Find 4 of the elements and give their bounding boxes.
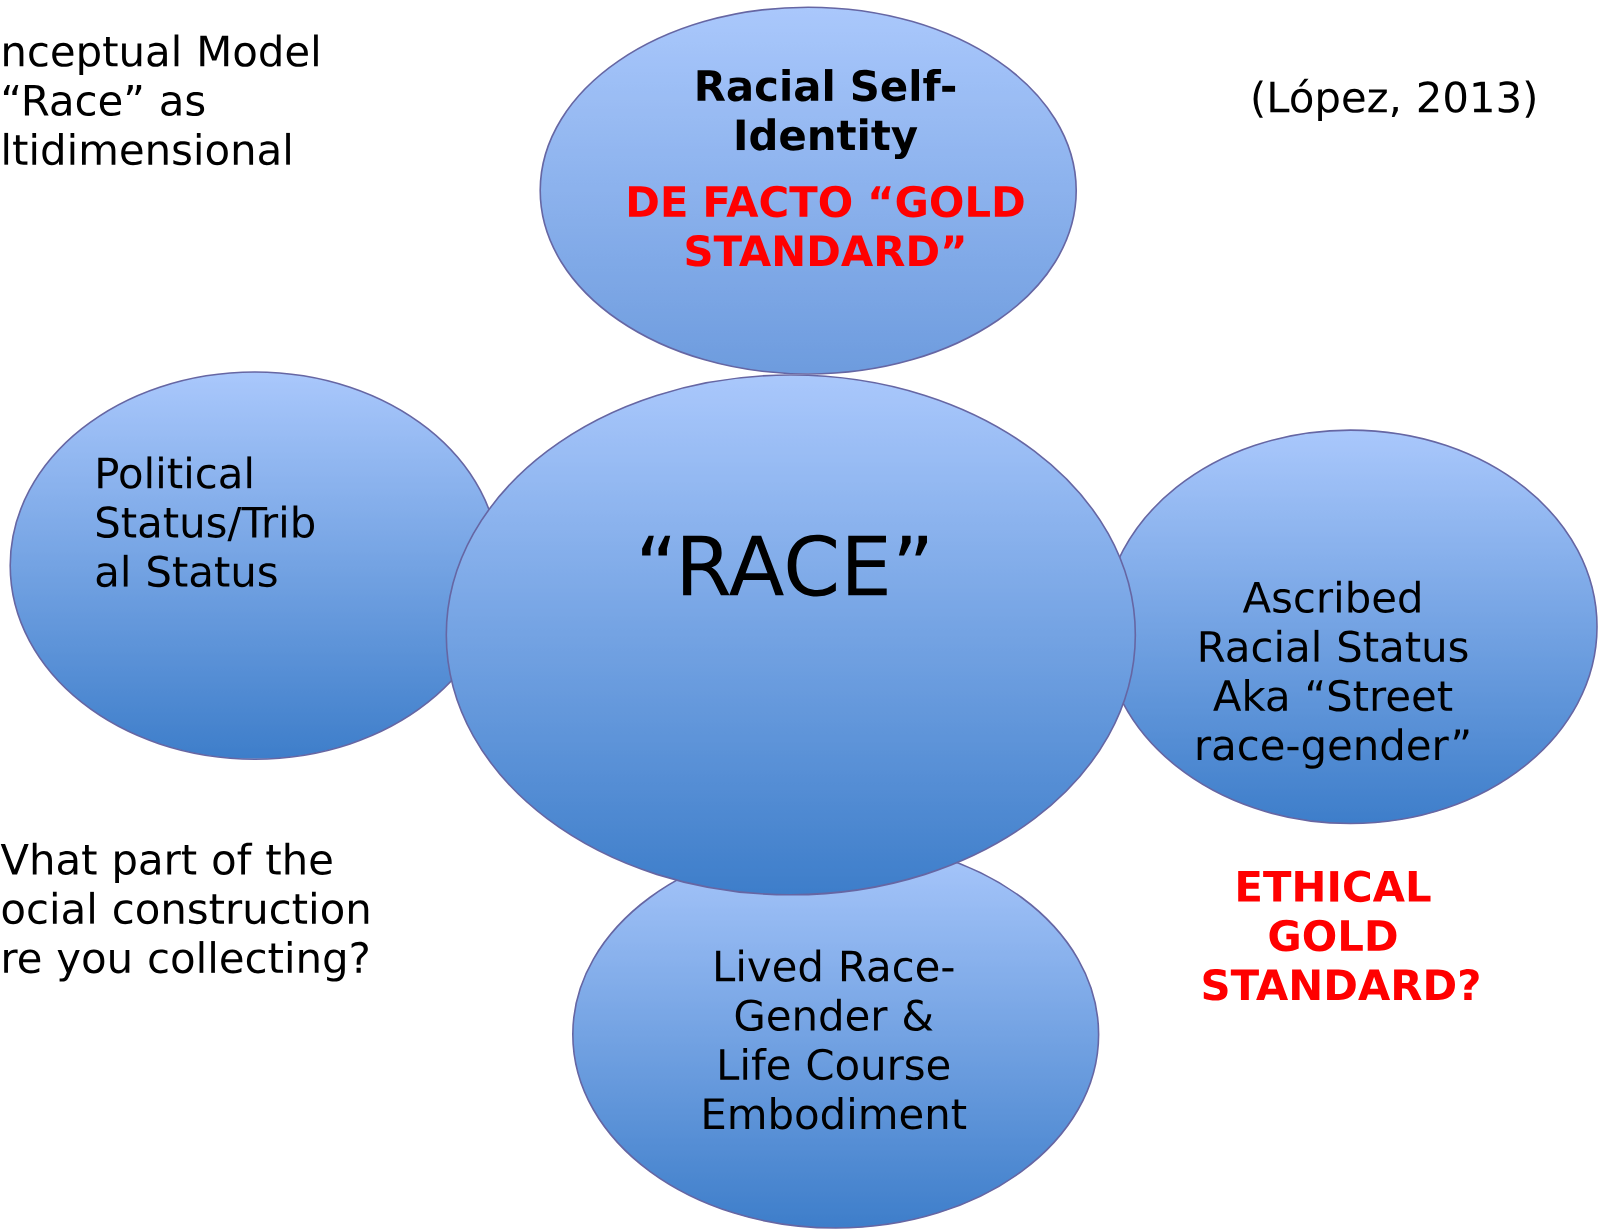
label: nceptual Model “Race” as ltidimensional xyxy=(3,34,318,166)
label: (López, 2013) xyxy=(1253,78,1535,121)
note: ETHICAL GOLD STANDARD? xyxy=(1203,870,1479,1001)
label: Vhat part of the ocial construction re you collecting? xyxy=(0,842,369,982)
